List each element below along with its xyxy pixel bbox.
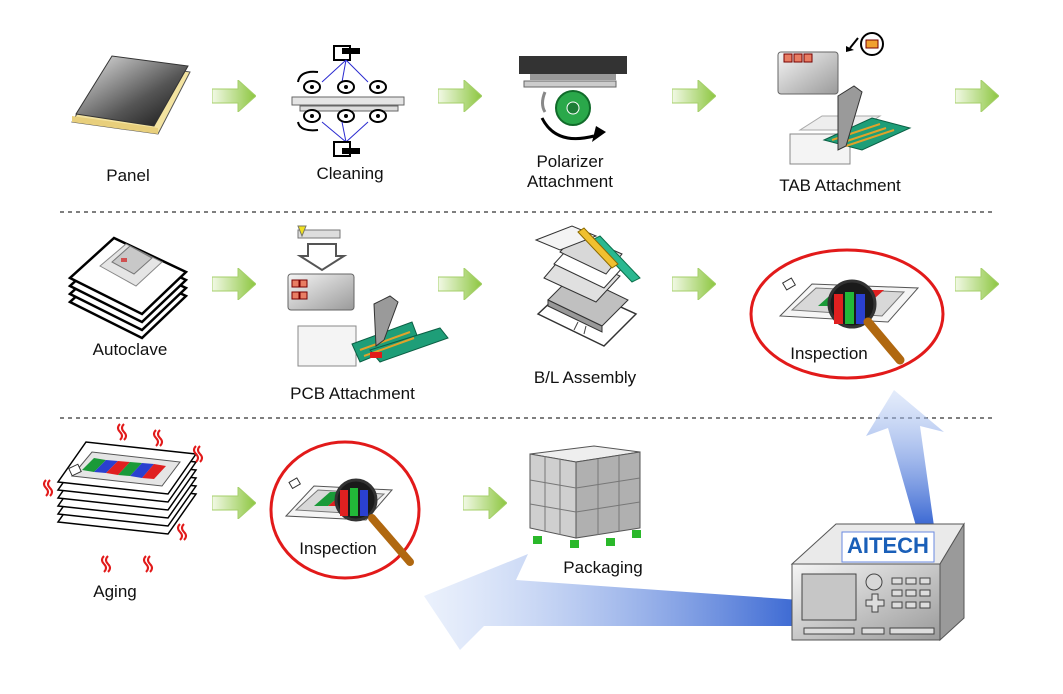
flow-arrow-10 xyxy=(463,487,507,519)
flow-arrow-2 xyxy=(438,80,482,112)
inspection-icon-1 xyxy=(749,248,945,380)
label-pcb-attachment: PCB Attachment xyxy=(290,384,415,403)
label-packaging: Packaging xyxy=(563,558,643,577)
flow-arrow-4 xyxy=(955,80,999,112)
tab-attachment-icon xyxy=(777,32,912,165)
packaging-icon xyxy=(529,445,641,548)
label-aging: Aging xyxy=(93,582,137,601)
aitech-machine-icon xyxy=(790,522,965,642)
label-polarizer-attachment: Polarizer Attachment xyxy=(527,152,613,191)
label-cleaning: Cleaning xyxy=(316,164,384,183)
aitech-logo-text: AITECH xyxy=(847,533,929,558)
flow-arrow-5 xyxy=(212,268,256,300)
cleaning-icon xyxy=(291,45,405,157)
feedback-arrow-left xyxy=(424,554,800,650)
label-tab-attachment: TAB Attachment xyxy=(779,176,901,195)
flow-arrow-9 xyxy=(212,487,256,519)
autoclave-icon xyxy=(67,236,189,340)
label-panel: Panel xyxy=(106,166,150,185)
flow-arrow-7 xyxy=(672,268,716,300)
flow-arrow-6 xyxy=(438,268,482,300)
flow-arrow-8 xyxy=(955,268,999,300)
inspection-icon-2 xyxy=(269,440,421,580)
label-inspection-1: Inspection xyxy=(790,344,868,363)
label-autoclave: Autoclave xyxy=(92,340,168,359)
label-bl-assembly: B/L Assembly xyxy=(533,368,637,387)
polarizer-icon xyxy=(519,56,627,142)
bl-assembly-icon xyxy=(534,225,641,347)
aging-icon xyxy=(43,423,203,573)
feedback-arrow-up xyxy=(866,390,944,526)
flow-arrow-3 xyxy=(672,80,716,112)
flow-arrow-1 xyxy=(212,80,256,112)
panel-icon xyxy=(71,55,191,135)
label-inspection-2: Inspection xyxy=(299,539,377,558)
pcb-attachment-icon xyxy=(287,225,449,367)
